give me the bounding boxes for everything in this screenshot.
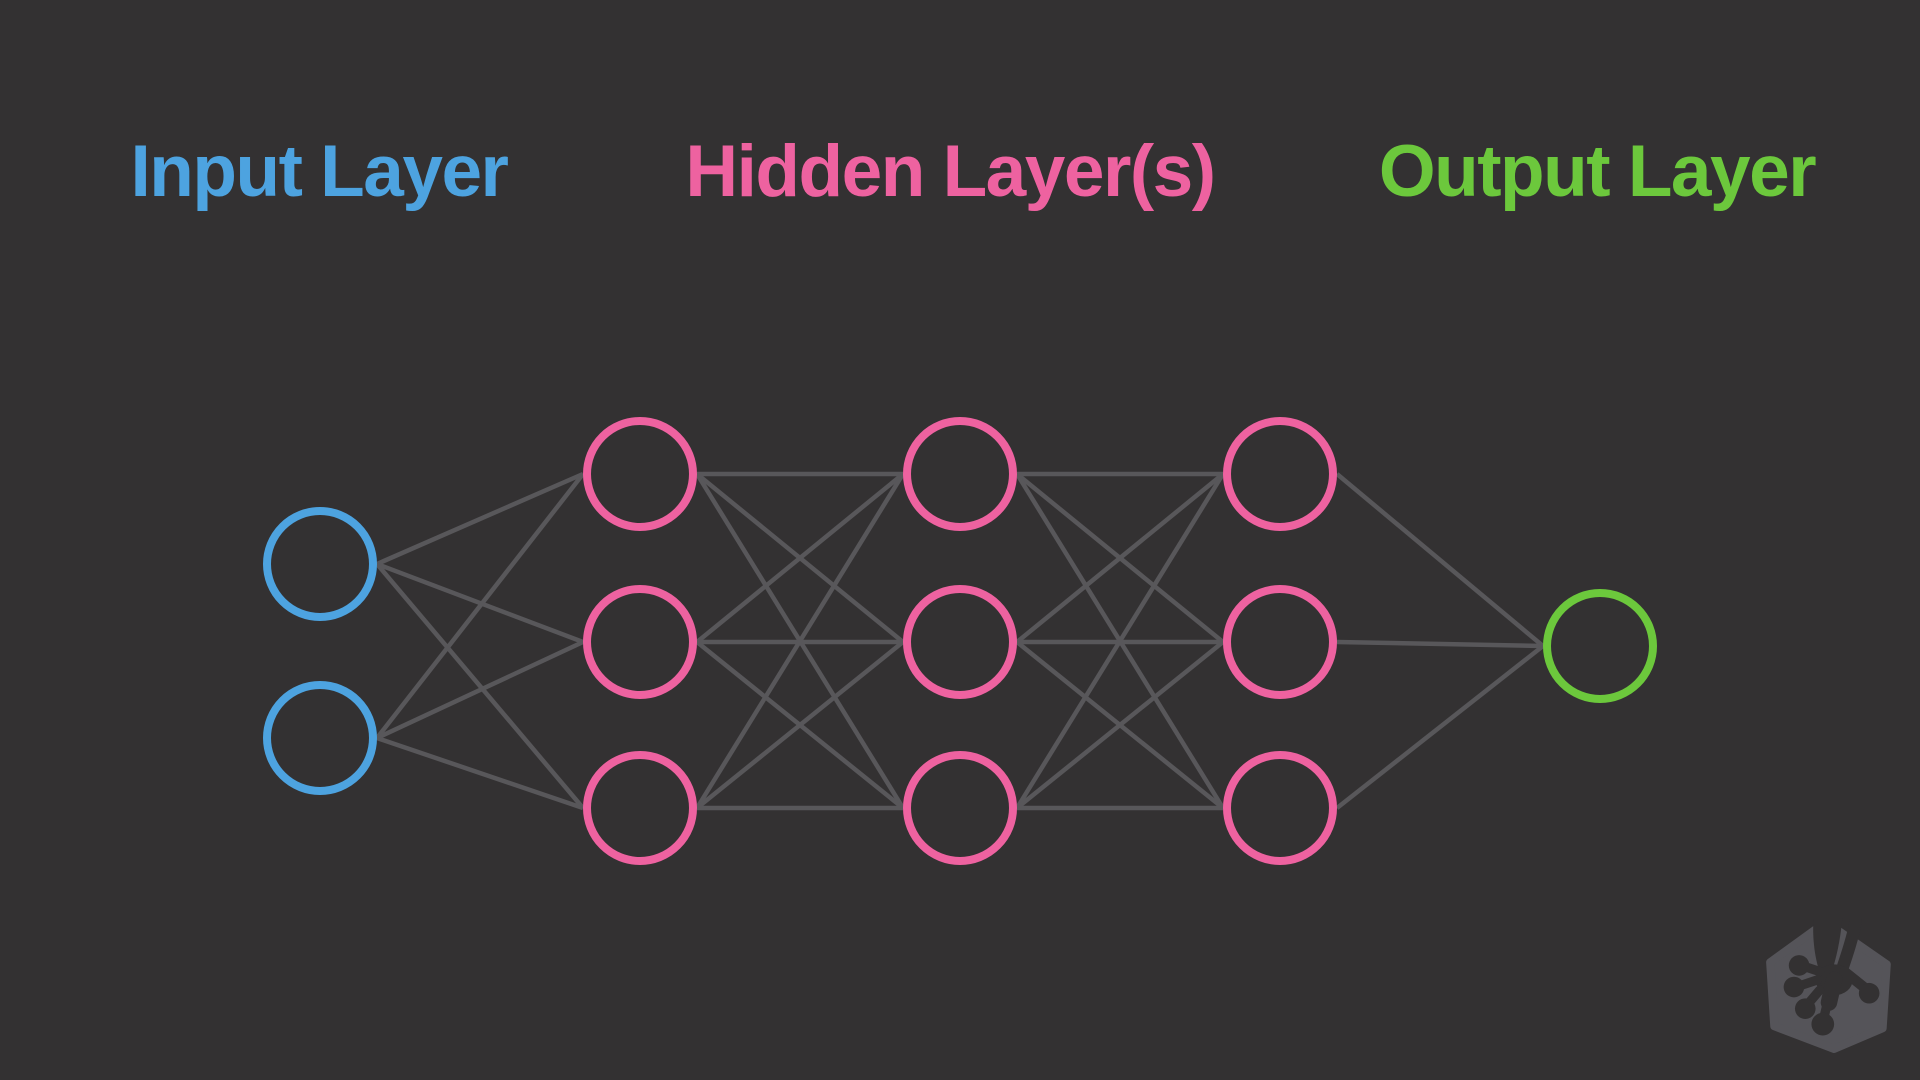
- hidden-layer-2-node-3: [903, 751, 1017, 865]
- connection-line: [376, 639, 584, 741]
- hidden-layer-3-node-2: [1223, 585, 1337, 699]
- input-layer-node-1: [263, 507, 377, 621]
- connection-line: [1335, 472, 1545, 648]
- logo-frog-foot: [1783, 918, 1880, 1036]
- connection-line: [1335, 644, 1545, 810]
- connection-line: [375, 562, 585, 810]
- hexagon-frog-logo: [1766, 918, 1891, 1053]
- hidden-layer-3-node-3: [1223, 751, 1337, 865]
- hidden-layer-1-node-1: [583, 417, 697, 531]
- hidden-layer-1-node-3: [583, 751, 697, 865]
- connection-line: [695, 640, 905, 810]
- output-layer-node-1: [1543, 589, 1657, 703]
- connection-line: [376, 471, 584, 567]
- connection-line: [1336, 639, 1544, 649]
- connection-line: [695, 472, 905, 644]
- input-layer-node-2: [263, 681, 377, 795]
- output-layer-label: Output Layer: [1378, 131, 1817, 212]
- hidden-layer-3-node-1: [1223, 417, 1337, 531]
- connection-line: [1015, 640, 1225, 810]
- hidden-layer-1-node-2: [583, 585, 697, 699]
- connection-line: [375, 472, 585, 740]
- hidden-layer-label: Hidden Layer(s): [685, 131, 1216, 212]
- hidden-layer-2-node-1: [903, 417, 1017, 531]
- connection-line: [695, 472, 905, 810]
- connection-line: [1015, 472, 1225, 644]
- connection-line: [376, 735, 584, 811]
- connection-line: [1015, 472, 1225, 810]
- input-layer-label: Input Layer: [130, 131, 509, 212]
- hidden-layer-2-node-2: [903, 585, 1017, 699]
